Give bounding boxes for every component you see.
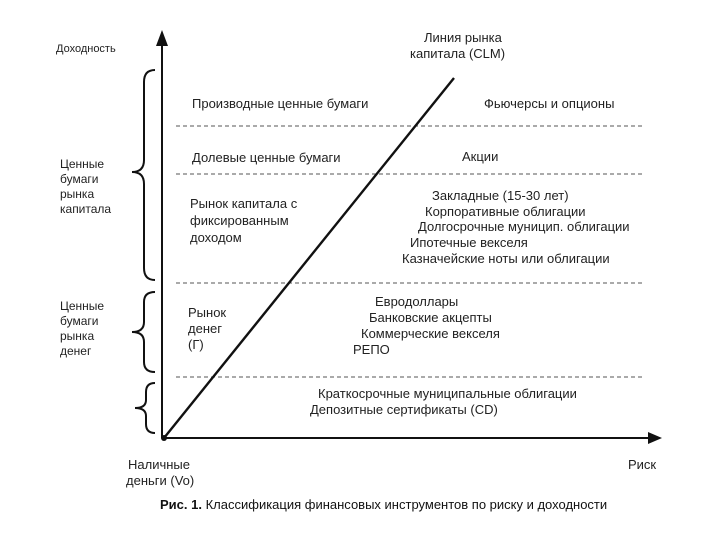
group-capital-line-4: капитала (60, 202, 112, 216)
band-derivatives-left: Производные ценные бумаги (192, 96, 369, 111)
x-axis-arrow (648, 432, 662, 444)
brace-money-market (131, 291, 156, 373)
band-equity-left: Долевые ценные бумаги (192, 150, 341, 165)
band-fixed-income-left-1: Рынок капитала с (190, 196, 298, 211)
y-axis-label: Доходность (56, 43, 116, 55)
capital-market-line (163, 77, 455, 439)
group-money-line-4: денег (60, 344, 92, 358)
band-money-market-right-2: Банковские акцепты (369, 310, 492, 325)
band-money-market-left-1: Рынок (188, 305, 227, 320)
band-fixed-income-right-4: Ипотечные векселя (410, 235, 528, 250)
group-capital-line-3: рынка (60, 187, 95, 201)
band-derivatives-right: Фьючерсы и опционы (484, 96, 615, 111)
origin-label-line-2: деньги (Vo) (126, 473, 195, 488)
group-capital-line-2: бумаги (60, 172, 99, 186)
band-money-market-right-1: Евродоллары (375, 294, 459, 309)
cml-label-line-1: Линия рынка (424, 30, 502, 45)
band-money-market-right-4: РЕПО (353, 342, 390, 357)
band-fixed-income-left-3: доходом (190, 230, 242, 245)
caption-prefix: Рис. 1. (160, 497, 202, 512)
cml-label-line-2: капитала (CLM) (410, 46, 506, 61)
group-money-line-2: бумаги (60, 314, 99, 328)
band-money-market-left-2: денег (188, 321, 222, 336)
band-fixed-income-right-3: Долгосрочные муницип. облигации (418, 219, 630, 234)
band-fixed-income-right-5: Казначейские ноты или облигации (402, 251, 610, 266)
origin-point (161, 435, 167, 441)
x-axis-label: Риск (628, 457, 657, 472)
band-short-term-right-1: Краткосрочные муниципальные облигации (318, 386, 577, 401)
caption-text: Классификация финансовых инструментов по… (205, 497, 608, 512)
band-fixed-income-right-2: Корпоративные облигации (425, 204, 586, 219)
figure-caption: Рис. 1. Классификация финансовых инструм… (160, 497, 607, 512)
brace-capital-market (131, 69, 156, 281)
band-money-market-right-3: Коммерческие векселя (361, 326, 500, 341)
band-short-term-right-2: Депозитные сертификаты (CD) (310, 402, 498, 417)
y-axis-arrow (156, 30, 168, 46)
band-fixed-income-left-2: фиксированным (190, 213, 289, 228)
band-equity-right: Акции (462, 149, 499, 164)
band-money-market-left-3: (Г) (188, 337, 204, 352)
brace-short-term (134, 382, 156, 434)
group-money-line-1: Ценные (60, 299, 105, 313)
group-money-line-3: рынка (60, 329, 95, 343)
group-capital-line-1: Ценные (60, 157, 105, 171)
band-fixed-income-right-1: Закладные (15-30 лет) (432, 188, 569, 203)
origin-label-line-1: Наличные (128, 457, 190, 472)
